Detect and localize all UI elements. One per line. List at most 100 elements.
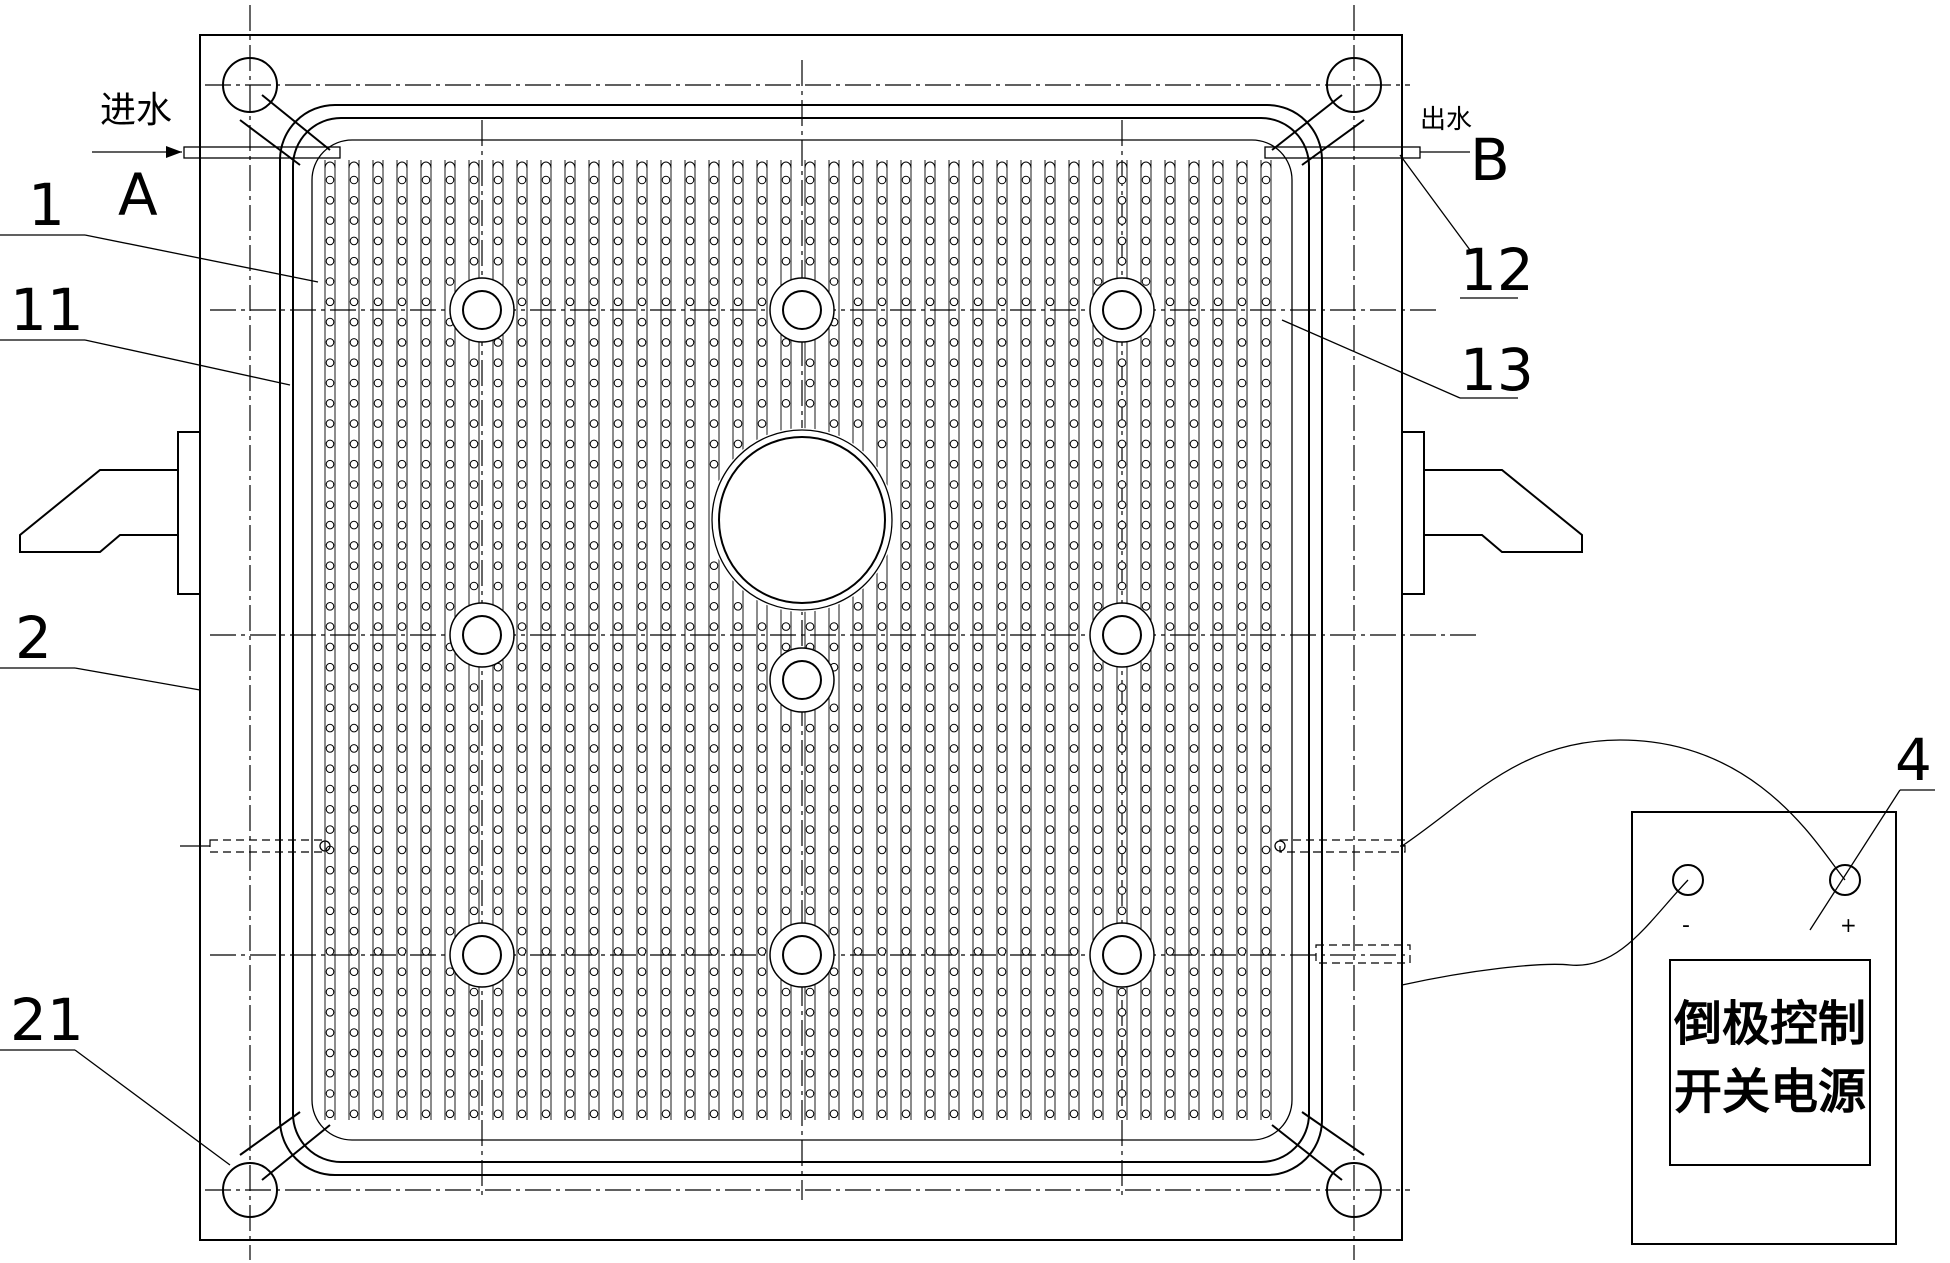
filter-hole [853, 784, 863, 794]
filter-hole [349, 317, 359, 327]
filter-hole [1237, 1048, 1247, 1058]
filter-hole [757, 1109, 767, 1119]
filter-hole [469, 825, 479, 834]
filter-hole [1021, 480, 1031, 489]
filter-hole [541, 520, 551, 530]
filter-hole [901, 175, 911, 185]
filter-hole [373, 378, 383, 388]
filter-hole [997, 196, 1007, 205]
filter-hole [1213, 805, 1223, 814]
filter-hole [445, 662, 455, 672]
filter-hole [325, 947, 335, 956]
filter-hole [877, 581, 887, 591]
filter-hole [589, 1089, 599, 1098]
filter-hole [925, 622, 935, 631]
filter-hole [421, 642, 431, 652]
filter-hole [685, 216, 695, 225]
filter-hole [877, 216, 887, 225]
filter-hole [1045, 399, 1055, 408]
filter-hole [637, 459, 647, 469]
filter-hole [445, 216, 455, 225]
filter-hole [685, 541, 695, 550]
filter-hole [421, 1089, 431, 1098]
filter-hole [493, 581, 503, 591]
filter-hole [901, 723, 911, 733]
filter-hole [397, 1028, 407, 1037]
filter-hole [373, 967, 383, 977]
filter-hole [925, 1068, 935, 1078]
filter-hole [925, 967, 935, 977]
filter-hole [493, 480, 503, 489]
filter-hole [1261, 216, 1271, 225]
filter-hole [637, 886, 647, 895]
filter-hole [733, 1008, 743, 1017]
filter-hole [877, 378, 887, 388]
filter-area-border [292, 117, 1310, 1163]
filter-hole [1021, 723, 1031, 733]
filter-hole [1213, 1068, 1223, 1078]
filter-hole [757, 378, 767, 388]
filter-hole [349, 703, 359, 713]
filter-hole [1165, 277, 1175, 286]
boss-hole [1102, 935, 1142, 975]
filter-hole [397, 581, 407, 591]
filter-hole [325, 1028, 335, 1037]
filter-hole [949, 1008, 959, 1017]
filter-hole [637, 723, 647, 733]
filter-hole [325, 399, 335, 408]
filter-hole [949, 175, 959, 185]
filter-hole [781, 175, 791, 185]
filter-hole [397, 926, 407, 936]
filter-hole [325, 642, 335, 652]
filter-hole [1261, 784, 1271, 794]
filter-hole [1213, 378, 1223, 388]
filter-hole [829, 419, 839, 428]
filter-hole [541, 744, 551, 753]
filter-hole [805, 236, 815, 246]
filter-hole [853, 1068, 863, 1078]
filter-hole [853, 622, 863, 631]
filter-hole [877, 865, 887, 875]
filter-hole [349, 1048, 359, 1058]
filter-hole [1093, 764, 1103, 774]
filter-hole [781, 744, 791, 753]
filter-hole [1141, 378, 1151, 388]
filter-hole [1117, 561, 1127, 571]
filter-hole [373, 419, 383, 428]
filter-hole [1237, 784, 1247, 794]
filter-hole [877, 236, 887, 246]
filter-hole [373, 439, 383, 449]
filter-hole [613, 1028, 623, 1037]
filter-hole [949, 906, 959, 916]
filter-hole [1165, 459, 1175, 469]
filter-hole [349, 987, 359, 997]
filter-hole [325, 520, 335, 530]
filter-hole [1021, 1109, 1031, 1119]
filter-hole [685, 662, 695, 672]
filter-hole [541, 317, 551, 327]
filter-hole [829, 845, 839, 855]
filter-hole [541, 683, 551, 692]
filter-hole [397, 723, 407, 733]
filter-hole [565, 561, 575, 571]
filter-hole [349, 784, 359, 794]
filter-hole [1261, 723, 1271, 733]
filter-hole [997, 236, 1007, 246]
filter-hole [565, 683, 575, 692]
filter-hole [829, 378, 839, 388]
drain-channel-arch [852, 161, 864, 169]
filter-hole [613, 399, 623, 408]
filter-hole [661, 216, 671, 225]
drain-channel-arch [732, 161, 744, 169]
filter-hole [1261, 236, 1271, 246]
filter-hole [445, 865, 455, 875]
filter-hole [709, 865, 719, 875]
power-supply-title-line2: 开关电源 [1674, 1064, 1866, 1120]
filter-hole [805, 987, 815, 997]
filter-hole [781, 723, 791, 733]
filter-hole [349, 561, 359, 571]
filter-hole [1069, 886, 1079, 895]
filter-hole [829, 358, 839, 368]
filter-hole [829, 216, 839, 225]
filter-hole [445, 926, 455, 936]
